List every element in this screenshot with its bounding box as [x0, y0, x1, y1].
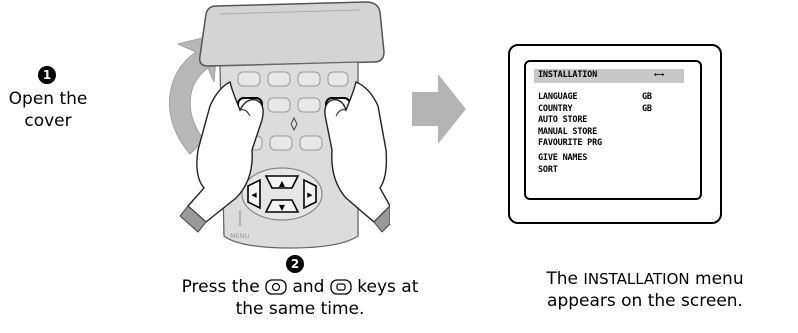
- svg-text:▲: ▲: [279, 179, 286, 188]
- tv-menu-item-label: FAVOURITE PRG: [538, 138, 602, 148]
- tv-menu-item: LANGUAGE GB: [538, 92, 678, 104]
- result-menu-name: INSTALLATION: [583, 270, 689, 288]
- result-suffix: menu: [695, 269, 744, 289]
- result-line-2: appears on the screen.: [500, 290, 790, 312]
- step-1-line-1: Open the: [0, 88, 96, 110]
- step-1-caption: Open the cover: [0, 88, 96, 132]
- tv-inner-screen: INSTALLATION ←→ LANGUAGE GB COUNTRY GB A…: [524, 60, 702, 200]
- step-2-caption: Press the and keys at the same time.: [100, 276, 500, 320]
- menu-key-icon: [330, 279, 352, 295]
- tv-menu-item: COUNTRY GB: [538, 104, 678, 116]
- tv-menu-item-label: GIVE NAMES: [538, 153, 587, 163]
- tv-menu-item-label: SORT: [538, 165, 558, 175]
- tv-menu-title: INSTALLATION: [538, 70, 597, 80]
- tv-menu-item: AUTO STORE: [538, 115, 678, 127]
- result-line-1: The INSTALLATION menu: [500, 268, 790, 290]
- tv-menu-item: MANUAL STORE: [538, 127, 678, 139]
- tv-menu-item: GIVE NAMES: [538, 153, 678, 165]
- tv-menu-item-label: LANGUAGE: [538, 92, 577, 102]
- svg-text:▼: ▼: [279, 203, 286, 212]
- step-1-number: 1: [38, 66, 56, 84]
- result-caption: The INSTALLATION menu appears on the scr…: [500, 268, 790, 312]
- tv-menu-item: SORT: [538, 165, 678, 177]
- step-2-text-before: Press the: [182, 277, 260, 297]
- step-1-line-2: cover: [0, 110, 96, 132]
- remote-menu-label: MENU: [230, 232, 250, 240]
- remote-control-illustration: ▲ ▼ ◀ ▶ MENU: [180, 0, 390, 250]
- tv-menu-title-bar: INSTALLATION ←→: [534, 69, 684, 83]
- right-arrow-icon: [412, 72, 468, 146]
- tv-menu-item-label: AUTO STORE: [538, 115, 587, 125]
- tv-menu-item-value: GB: [642, 104, 652, 114]
- tv-menu-items: LANGUAGE GB COUNTRY GB AUTO STORE MANUAL…: [538, 92, 678, 176]
- tv-menu-item-label: COUNTRY: [538, 104, 572, 114]
- step-2-line-1: Press the and keys at: [100, 276, 500, 298]
- step-2-number: 2: [286, 255, 304, 273]
- step-2-line-2: the same time.: [100, 298, 500, 320]
- tv-menu-title-icon: ←→: [654, 70, 664, 80]
- install-key-icon: [265, 279, 287, 295]
- tv-menu-item-label: MANUAL STORE: [538, 127, 597, 137]
- step-2-text-after: keys at: [357, 277, 418, 297]
- tv-menu-item: FAVOURITE PRG: [538, 138, 678, 150]
- result-prefix: The: [546, 269, 578, 289]
- svg-text:◀: ◀: [251, 191, 257, 199]
- svg-text:▶: ▶: [307, 191, 313, 199]
- step-2-text-middle: and: [292, 277, 324, 297]
- tv-menu-item-value: GB: [642, 92, 652, 102]
- tv-screen: INSTALLATION ←→ LANGUAGE GB COUNTRY GB A…: [508, 44, 722, 224]
